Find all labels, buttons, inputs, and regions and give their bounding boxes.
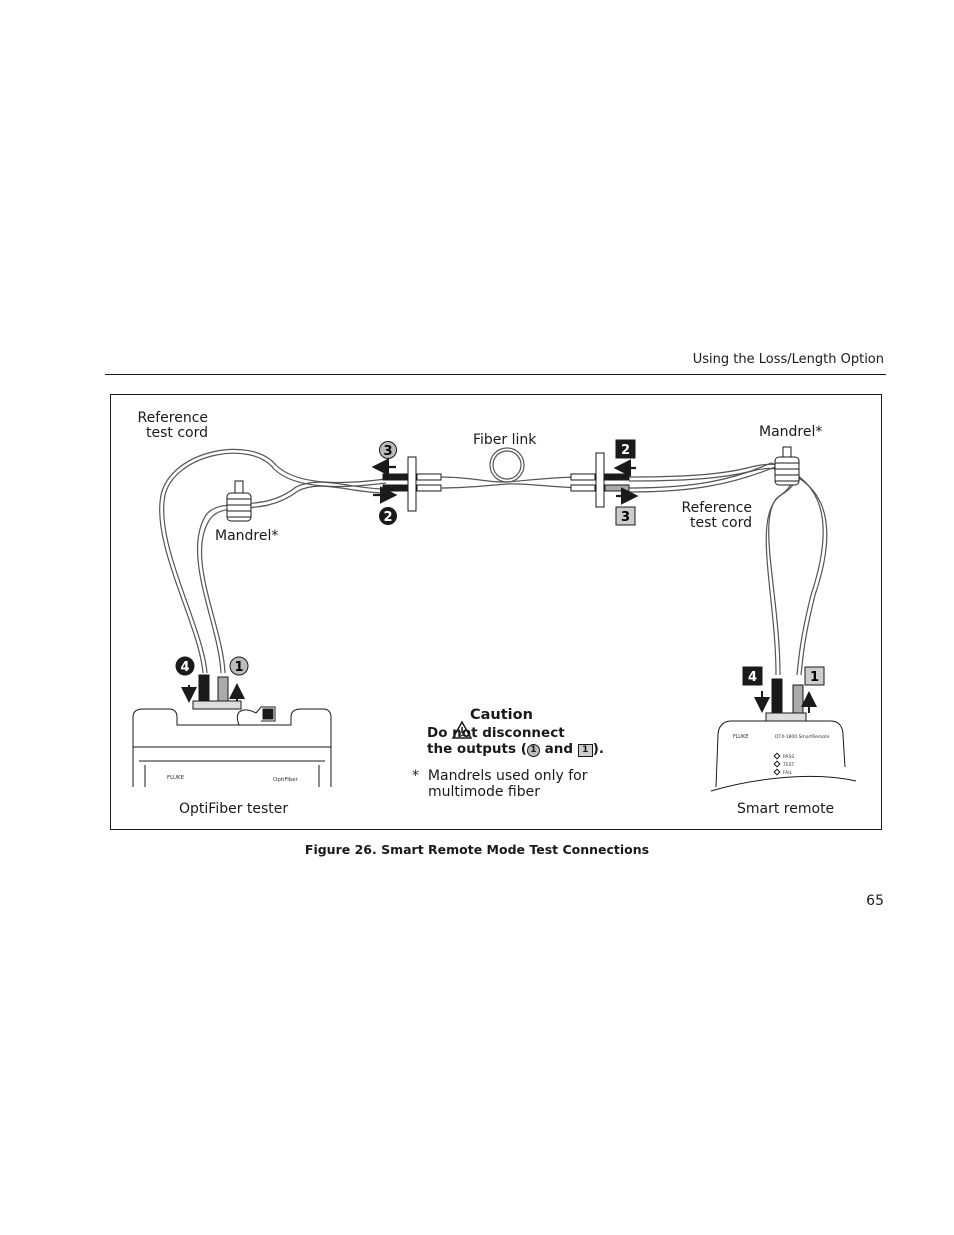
remote-label: Smart remote (737, 801, 835, 817)
badge-circle-3-top: 3 (379, 441, 397, 459)
badge-square-3-bottom: 3 (615, 506, 636, 526)
tester-label: OptiFiber tester (179, 801, 289, 817)
note-line1: Mandrels used only for (427, 768, 588, 784)
caution-circle-badge: 1 (526, 744, 540, 757)
note-star: * (412, 768, 419, 784)
badge-square-2-top: 2 (615, 439, 636, 459)
ref-cord-left-label: Reference test cord (137, 410, 209, 441)
right-reference-cord (628, 463, 796, 676)
caution-line1: Do not disconnect (427, 725, 565, 741)
svg-text:2: 2 (621, 443, 630, 458)
mandrel-note: * Mandrels used only for multimode fiber (412, 768, 587, 800)
badge-square-1-remote: 1 (804, 666, 825, 686)
tester-brand-text: FLUKE (167, 775, 185, 781)
left-mandrel (226, 480, 252, 522)
right-bulkhead (570, 452, 630, 508)
caution-title: Caution (470, 707, 533, 723)
fiber-link-label: Fiber link (473, 432, 537, 448)
ref-cord-right-label: Reference test cord (681, 500, 753, 531)
svg-text:3: 3 (383, 444, 392, 459)
badge-square-4-remote: 4 (742, 666, 763, 686)
svg-text:2: 2 (383, 510, 392, 525)
left-reference-cord (159, 448, 387, 674)
remote-led-diamonds (773, 752, 781, 776)
right-mandrel (774, 446, 800, 486)
mandrel-right-label: Mandrel* (759, 424, 823, 440)
flow-arrows (371, 458, 639, 505)
section-title: Using the Loss/Length Option (692, 352, 884, 367)
remote-brand-text: FLUKE (733, 734, 749, 740)
left-mandrel-cord (197, 481, 387, 674)
fiber-link (440, 447, 582, 489)
note-line2: multimode fiber (428, 784, 541, 800)
svg-text:1: 1 (810, 670, 819, 685)
caution-line2: the outputs (1 and 1). (427, 741, 605, 757)
badge-circle-2-bottom: 2 (379, 507, 397, 525)
remote-led-fail: FAIL (783, 770, 793, 776)
svg-text:4: 4 (748, 670, 757, 685)
badge-circle-4-tester: 4 (175, 656, 195, 676)
optifiber-tester-body (132, 700, 332, 787)
caution-square-badge: 1 (577, 744, 593, 757)
remote-connectors (754, 678, 817, 716)
mandrel-left-label: Mandrel* (215, 528, 279, 544)
smart-remote-body (710, 712, 857, 792)
page-number: 65 (866, 893, 884, 909)
warning-icon (451, 720, 473, 739)
page-header: Using the Loss/Length Option (105, 350, 886, 375)
left-bulkhead (382, 456, 442, 512)
connection-diagram: FLUKE OptiFiber FLUKE DTX-1800 SmartRemo… (132, 439, 857, 792)
remote-model-text: DTX-1800 SmartRemote (775, 734, 830, 740)
figure-smart-remote-connections: FLUKE OptiFiber FLUKE DTX-1800 SmartRemo… (110, 394, 882, 830)
svg-text:1: 1 (234, 660, 243, 675)
caution-body: Do not disconnect the outputs (1 and 1). (427, 725, 604, 757)
figure-caption: Figure 26. Smart Remote Mode Test Connec… (304, 842, 650, 857)
svg-text:3: 3 (621, 510, 630, 525)
tester-model-text: OptiFiber (273, 777, 299, 783)
remote-led-test: TEST (782, 762, 794, 768)
badge-circle-1-tester: 1 (229, 656, 249, 676)
remote-led-pass: PASS (783, 754, 794, 760)
tester-connectors (181, 674, 245, 704)
right-mandrel-cord (628, 462, 828, 676)
svg-text:4: 4 (180, 660, 189, 675)
